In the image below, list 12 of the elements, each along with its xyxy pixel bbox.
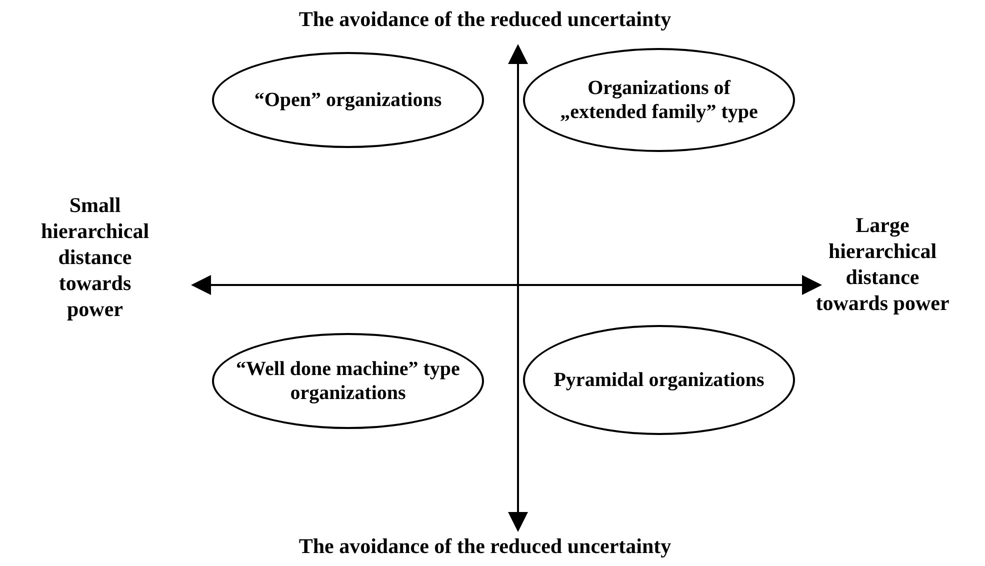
ellipse-node bbox=[523, 325, 795, 435]
category-label: Organizations of „extended family” type bbox=[559, 76, 759, 124]
axis-label: Large hierarchical distance towards power bbox=[815, 212, 950, 316]
ellipse-node bbox=[212, 52, 484, 148]
axis-label: The avoidance of the reduced uncertainty bbox=[298, 6, 672, 32]
axis-label: Small hierarchical distance towards power bbox=[40, 192, 150, 322]
category-label: “Open” organizations bbox=[253, 88, 443, 112]
ellipse-node bbox=[212, 333, 484, 429]
ellipse-node bbox=[523, 48, 795, 152]
category-label: Pyramidal organizations bbox=[552, 368, 766, 392]
axis-label: The avoidance of the reduced uncertainty bbox=[298, 533, 672, 559]
category-label: “Well done machine” type organizations bbox=[235, 357, 461, 405]
